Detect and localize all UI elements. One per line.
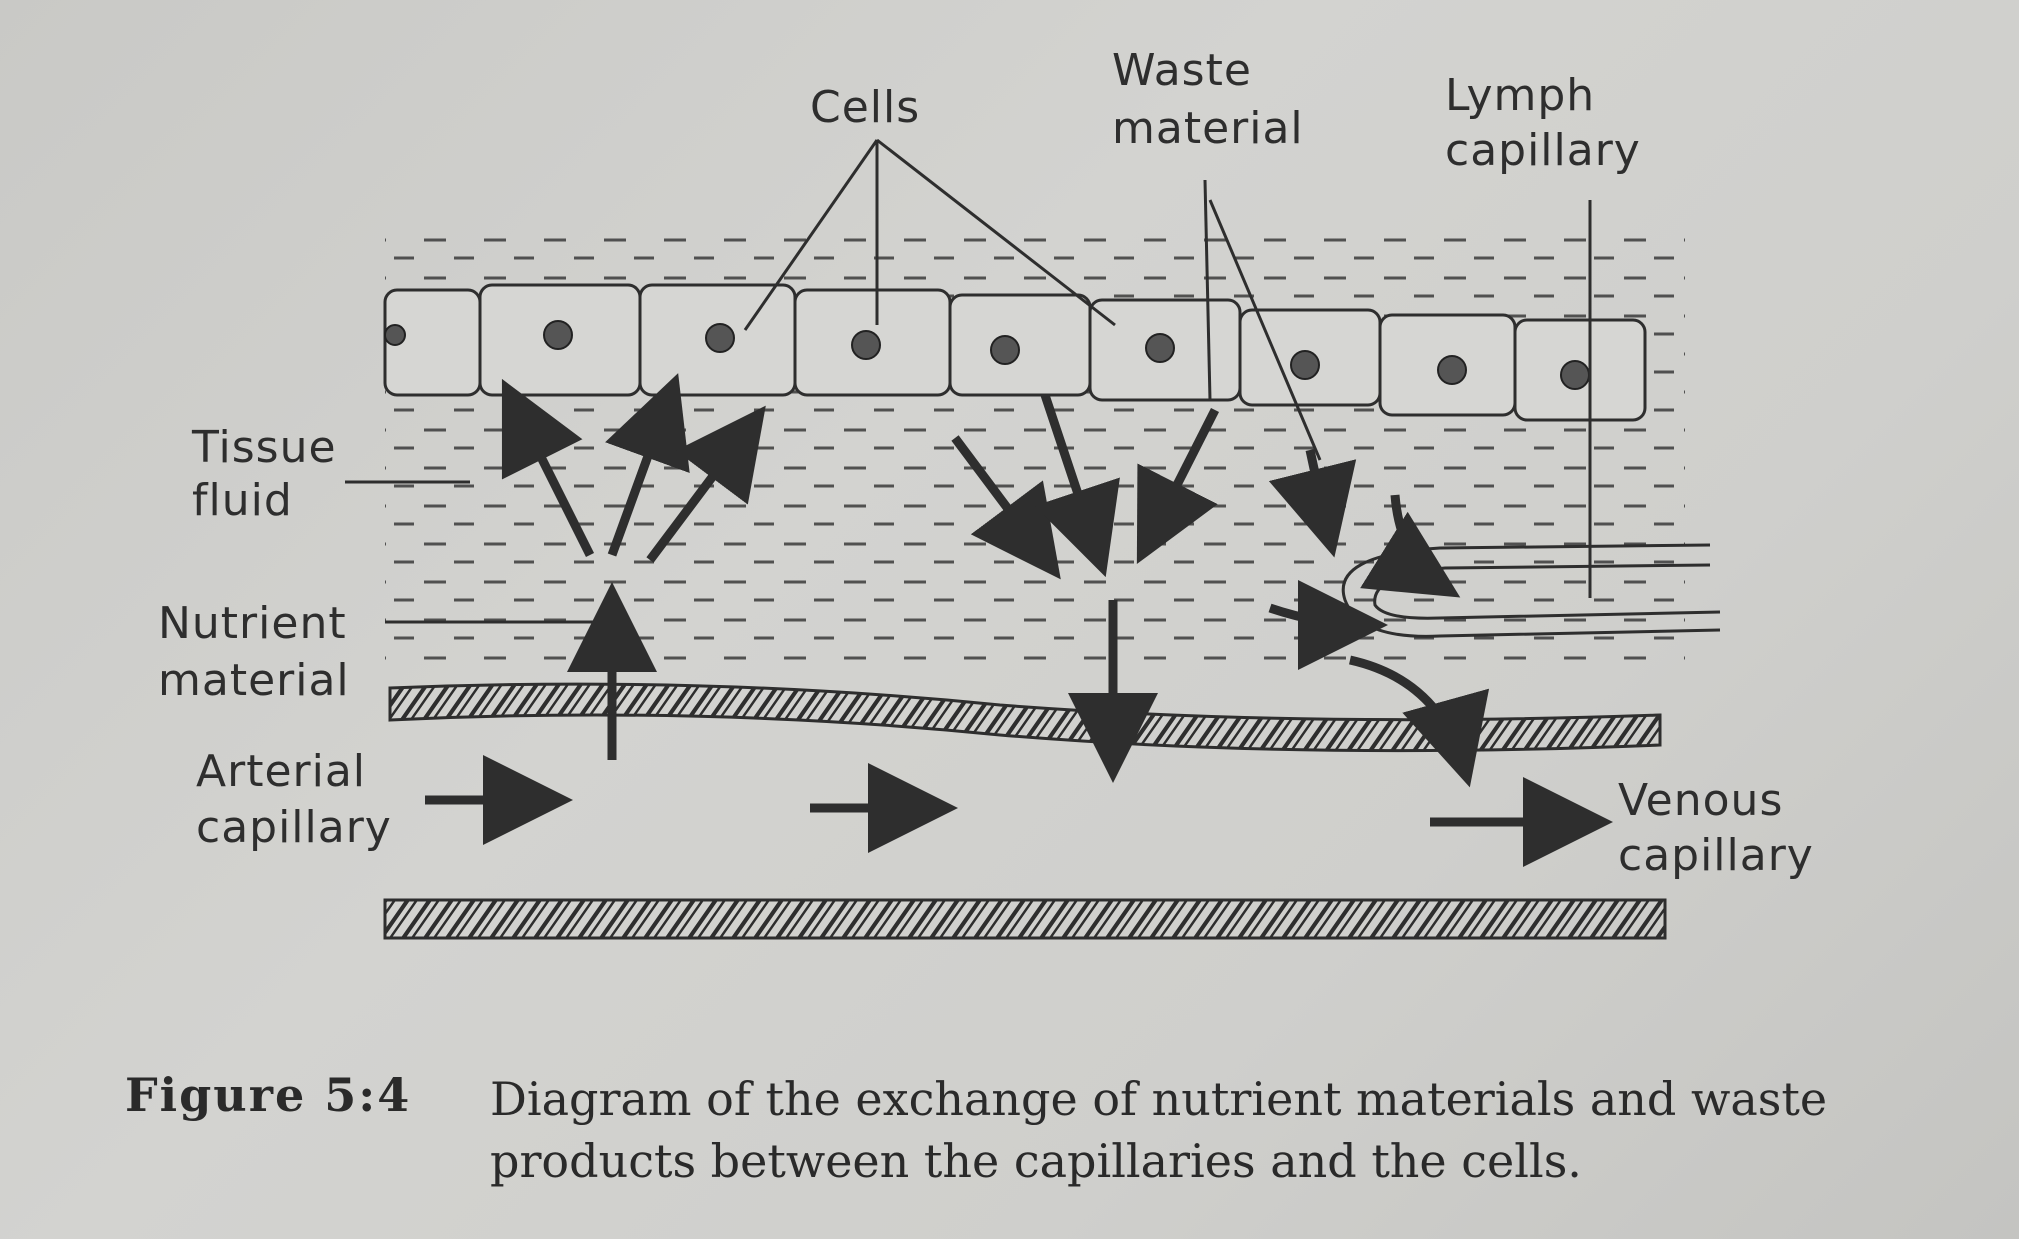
pointer-lines — [345, 138, 1322, 624]
label-lymph-line2: capillary — [1445, 125, 1641, 176]
nutrient-arrows — [501, 373, 766, 760]
blood-flow-arrows — [425, 755, 1613, 867]
label-arterial-line1: Arterial — [196, 746, 366, 797]
label-cells: Cells — [810, 82, 920, 133]
label-arterial-line2: capillary — [196, 802, 392, 853]
caption-text: Diagram of the exchange of nutrient mate… — [490, 1072, 1828, 1188]
cell-nuclei — [384, 320, 1590, 390]
capillary-lower-wall — [383, 898, 1667, 940]
figure-caption: Figure 5:4 Diagram of the exchange of nu… — [125, 1068, 1925, 1192]
label-waste-line2: material — [1112, 103, 1304, 154]
label-waste-line1: Waste — [1112, 45, 1252, 96]
label-venous-line2: capillary — [1618, 830, 1814, 881]
label-nutrient-line2: material — [158, 655, 350, 706]
figure-label: Figure 5:4 — [125, 1068, 412, 1122]
label-venous-line1: Venous — [1618, 775, 1783, 826]
label-tissue-line1: Tissue — [191, 422, 337, 473]
label-tissue-line2: fluid — [192, 475, 293, 526]
waste-arrows — [951, 393, 1490, 788]
label-lymph-line1: Lymph — [1445, 70, 1595, 121]
label-nutrient-line1: Nutrient — [158, 598, 347, 649]
capillary-upper-wall — [388, 682, 1662, 753]
